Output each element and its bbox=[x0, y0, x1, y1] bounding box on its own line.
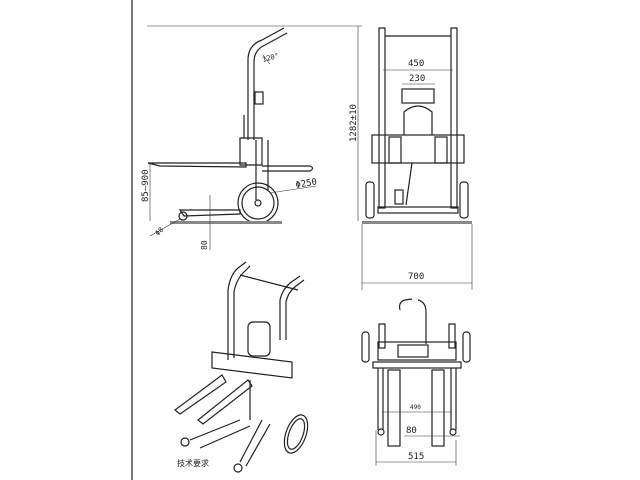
carriage-width-label: 230 bbox=[409, 74, 425, 84]
technical-requirements-note: 技术要求 bbox=[177, 458, 209, 468]
fork-height-label: 85–900 bbox=[141, 169, 151, 202]
carriage-front bbox=[371, 134, 465, 164]
overall-height-label: 1282±10 bbox=[349, 104, 359, 142]
handle bbox=[247, 27, 288, 140]
carriage bbox=[239, 137, 263, 166]
mast-width-label: 450 bbox=[408, 59, 424, 69]
main-wheel bbox=[237, 182, 279, 224]
front-view: 450 230 700 bbox=[361, 27, 473, 290]
caster-diameter-label: Φ8 bbox=[154, 226, 166, 238]
iso-fork-left bbox=[174, 374, 227, 415]
fork bbox=[147, 162, 247, 168]
fork-thickness-label: 80 bbox=[200, 240, 209, 250]
bottom-view: 490 80 515 bbox=[361, 298, 471, 466]
side-view: 120° Φ250 85–900 Φ8 80 1282±10 bbox=[141, 25, 362, 250]
iso-wheel bbox=[283, 414, 309, 454]
right-fork bbox=[431, 369, 445, 447]
base-leg bbox=[178, 209, 241, 217]
isometric-view: 技术要求 bbox=[174, 261, 309, 473]
fork-spread-label: 490 bbox=[410, 404, 421, 411]
caster bbox=[178, 211, 188, 221]
right-wheel bbox=[459, 181, 469, 219]
overall-width-label: 700 bbox=[408, 272, 424, 282]
left-wheel bbox=[365, 181, 375, 219]
fork-width-label: 80 bbox=[406, 426, 417, 436]
rear-handle bbox=[262, 165, 314, 172]
wheel-diameter-label: Φ250 bbox=[295, 177, 318, 191]
base-width-label: 515 bbox=[408, 452, 424, 462]
handle-angle-label: 120° bbox=[261, 52, 279, 64]
iso-fork-right bbox=[197, 379, 253, 425]
left-fork bbox=[387, 369, 401, 447]
